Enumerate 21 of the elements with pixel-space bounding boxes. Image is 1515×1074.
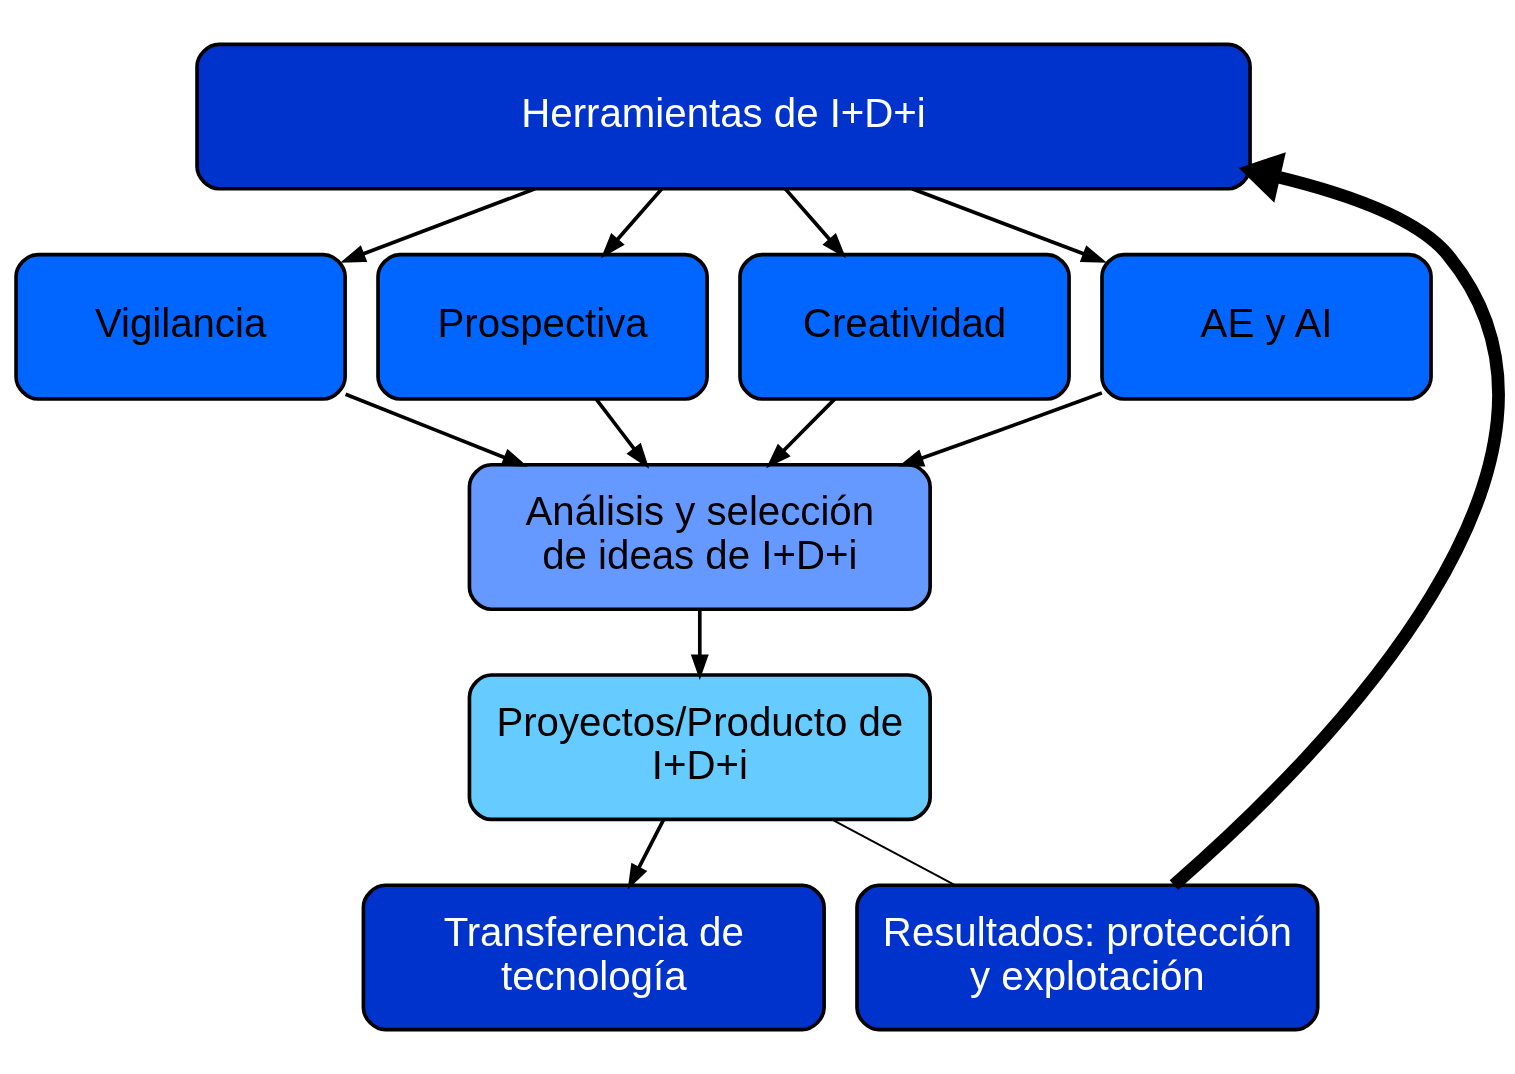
node-box: Vigilancia <box>14 252 347 401</box>
arrow <box>1169 152 1504 890</box>
node-box: Prospectiva <box>376 252 709 401</box>
node-box: Herramientas de I+D+i <box>195 42 1252 191</box>
arrow <box>601 187 664 259</box>
node-box: Análisis y selección de ideas de I+D+i <box>467 462 932 612</box>
node-box: AE y AI <box>1100 252 1433 401</box>
arrow <box>911 187 1107 263</box>
node-box: Resultados: protección y explotación <box>855 883 1320 1032</box>
arrow <box>690 609 709 681</box>
arrow <box>594 398 650 469</box>
arrow <box>340 187 536 263</box>
arrow <box>898 391 1103 467</box>
arrow <box>344 392 528 467</box>
node-box: Creatividad <box>738 252 1071 401</box>
node-box: Proyectos/Producto de I+D+i <box>467 673 932 822</box>
connector <box>831 818 956 886</box>
node-box: Transferencia de tecnología <box>361 883 826 1032</box>
arrow <box>766 397 836 469</box>
arrow <box>783 187 847 259</box>
arrow <box>627 818 666 890</box>
